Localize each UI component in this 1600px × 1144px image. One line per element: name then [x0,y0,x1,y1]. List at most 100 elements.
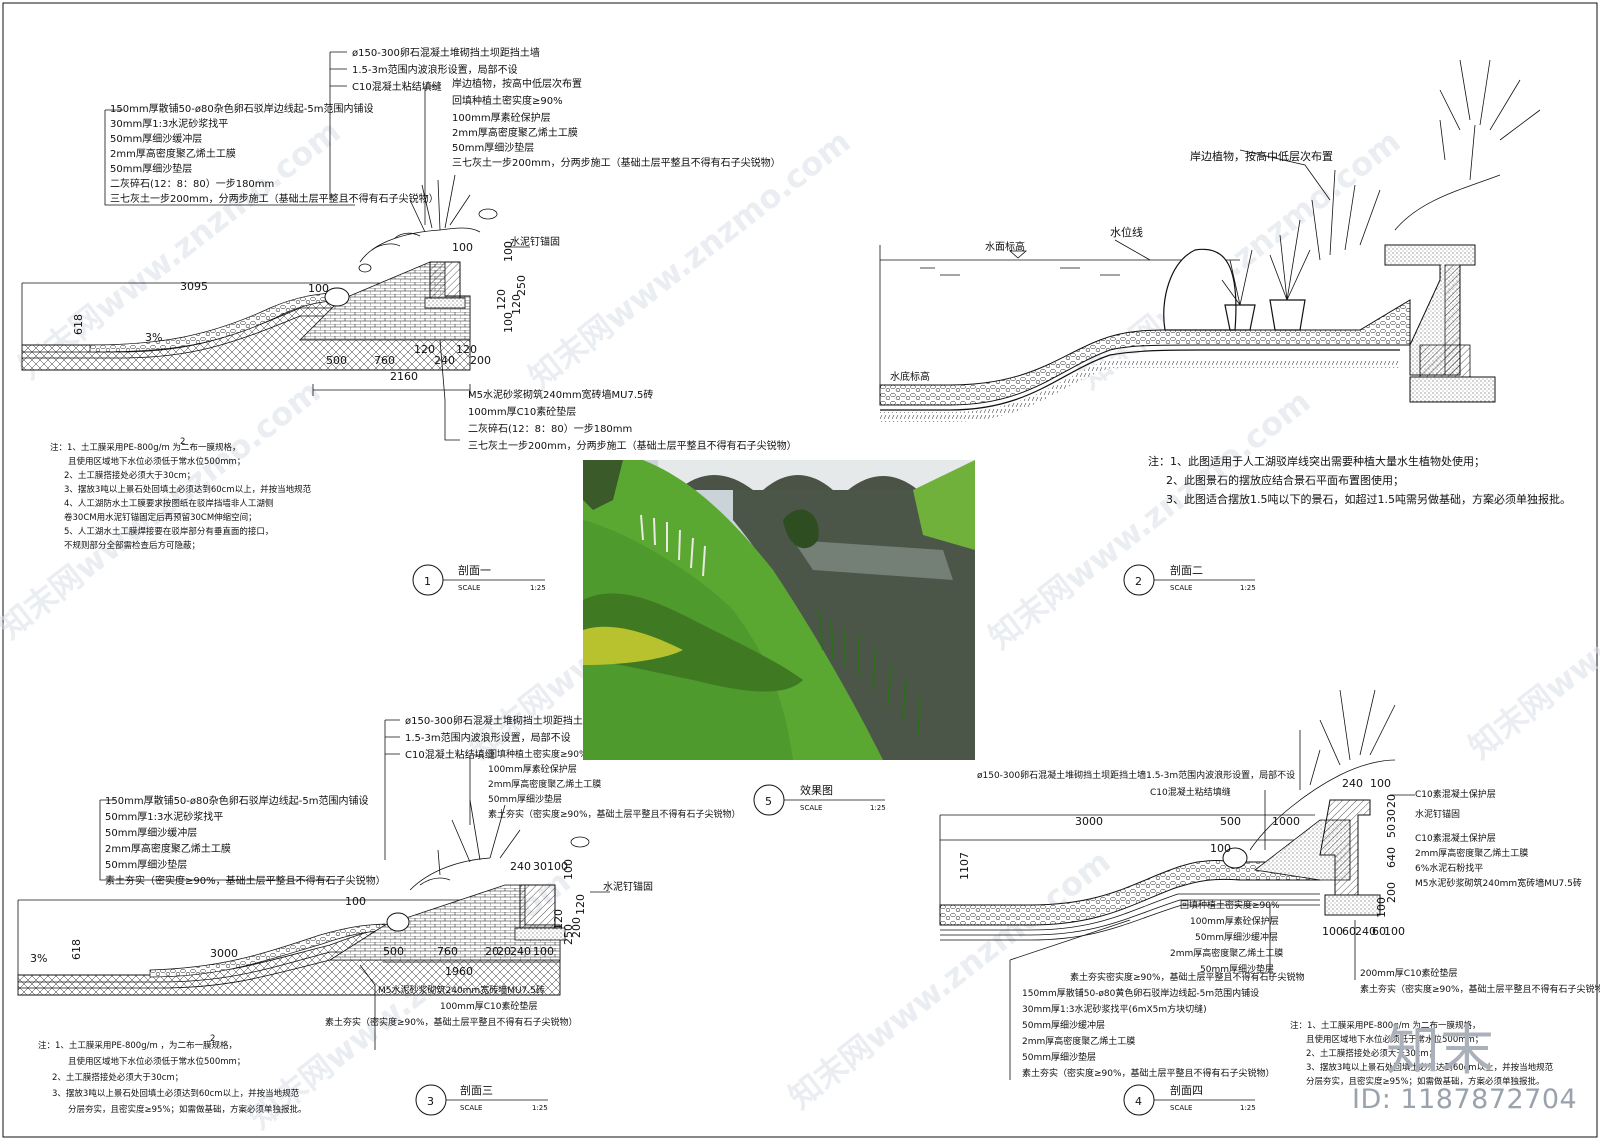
scale-label: SCALE [1170,1104,1192,1112]
dim-label: 100 [502,241,515,262]
section-4: 3000 500 1000 1107 100 240 100 20 30 50 … [939,689,1600,1116]
callout: 150mm厚散铺50-ø80杂色卵石驳岸边线起-5m范围内铺设 [110,102,373,115]
callout: 30mm厚1:3水泥砂浆找平 [110,117,228,130]
callout: 100mm厚素砼保护层 [1190,915,1279,927]
note-line: 且使用区域地下水位必须低于常水位500mm； [68,1056,245,1067]
callout: 素土夯实（密实度≥90%，基础土层平整且不得有石子尖锐物） [1360,983,1600,995]
callout: 2mm厚高密度聚乙烯土工膜 [452,126,578,139]
dim-label: 1960 [445,965,473,978]
note-line: 不规则部分全部需检查后方可隐蔽； [64,540,200,551]
callout: 1.5-3m范围内波浪形设置，局部不设 [352,63,518,76]
note-line: 注：1、土工膜采用PE-800g/m ，为二布一膜规格， [38,1040,237,1051]
callout: C10素混凝土保护层 [1415,788,1496,800]
dim-label: 120 [414,343,435,356]
dim-label: 760 [374,354,395,367]
note-line: 注：1、此图适用于人工湖驳岸线突出需要种植大量水生植物处使用； [1148,454,1485,468]
note-line: 3、摆放3吨以上景石处回填土必须达到60cm以上，并按当地规范 [1306,1062,1554,1073]
callout: 100mm厚素砼保护层 [488,763,577,775]
dim-label: 3% [30,952,47,965]
dim-label: 2160 [390,370,418,383]
dim-label: 60 [1342,925,1356,938]
dim-label: 500 [383,945,404,958]
plant-icon [1221,59,1541,306]
note-line: 分层夯实，且密实度≥95%；如需做基础，方案必须单独报批。 [68,1104,307,1115]
dim-label: 20 [485,945,499,958]
callout: 2mm厚高密度聚乙烯土工膜 [105,842,231,855]
callout: 50mm厚细沙垫层 [1200,963,1274,975]
dim-label: 120 [510,294,523,315]
dim-label: 100 [452,241,473,254]
note-line: 注：1、土工膜采用PE-800g/m 为二布一膜规格， [1290,1020,1480,1031]
callout: C10混凝土粘结填缝 [1150,786,1231,798]
dim-label: 1107 [958,852,971,880]
plant-icon [1249,689,1396,851]
dim-label: 240 [510,860,531,873]
dim-label: 20 [497,945,511,958]
watermark: 知末网www.znzmo.com [1462,492,1600,766]
plant-icon [409,799,590,891]
dim-label: 120 [574,894,587,915]
dim-label: 120 [456,343,477,356]
note-line: 4、人工湖防水土工膜要求按图纸在驳岸挡墙非人工湖侧 [64,498,273,509]
callout: 100mm厚C10素砼垫层 [440,1000,537,1012]
section-number: 3 [427,1095,434,1108]
note-line: 3、摆放3吨以上景石处回填土必须达到60cm以上，并按当地规范 [64,484,312,495]
scale-value: 1:25 [532,1104,548,1112]
note-line: 2、土工膜搭接处必须大于30cm； [52,1072,183,1083]
callout: C10混凝土粘结填缝 [352,80,442,93]
note-line: 2、此图景石的摆放应结合景石平面布置图使用； [1166,473,1404,487]
callout: 150mm厚散铺50-ø80杂色卵石驳岸边线起-5m范围内铺设 [105,794,368,807]
dim-label: 250 [515,275,528,296]
note-line: 2、土工膜搭接处必须大于30cm； [64,470,195,481]
note-line: 卷30CM用水泥钉锚固定后再预留30CM伸缩空间； [64,512,257,523]
dim-label: 3000 [210,947,238,960]
section-number: 1 [424,575,431,588]
callout: 回填种植土密实度≥90% [488,748,588,760]
section-title: 剖面一 [458,563,491,577]
dim-label: 618 [72,314,85,335]
section-title: 效果图 [800,783,833,797]
callout: 50mm厚细沙垫层 [105,858,187,871]
callout: 素土夯实密实度≥90%，基础土层平整且不得有石子尖锐物 [1070,971,1305,983]
callout: 水泥钉锚固 [603,880,653,893]
callout: 素土夯实（密实度≥90%，基础土层平整且不得有石子尖锐物） [325,1016,578,1028]
dim-label: 120 [495,289,508,310]
callout: 50mm厚细沙缓冲层 [1022,1019,1105,1031]
callout: 1.5-3m范围内波浪形设置，局部不设 [405,731,571,744]
callout: 岸边植物，按高中低层次布置 [452,77,582,90]
callout: M5水泥砂浆砌筑240mm宽砖墙MU7.5砖 [468,388,653,401]
callout: 三七灰土一步200mm，分两步施工（基础土层平整且不得有石子尖锐物） [452,156,781,169]
callout: 二灰碎石(12：8：80）一步180mm [468,422,632,435]
section-title: 剖面三 [460,1083,493,1097]
callout: 水泥钉锚固 [510,235,560,248]
callout: M5水泥砂浆砌筑240mm宽砖墙MU7.5砖 [378,984,545,996]
callout: ø150-300卵石混凝土堆砌挡土坝距挡土墙 [352,46,540,59]
callout: 30mm厚1:3水泥砂浆找平(6mX5m方块切缝) [1022,1003,1207,1015]
dim-label: 100 [562,859,575,880]
callout: C10素混凝土保护层 [1415,832,1496,844]
callout: 50mm厚细沙缓冲层 [1195,931,1278,943]
callout: 50mm厚1:3水泥砂浆找平 [105,810,223,823]
scale-label: SCALE [458,584,480,592]
dim-label: 120 [552,909,565,930]
dim-label: 250 [562,924,575,945]
dim-label: 20 [1385,794,1398,808]
callout: 100mm厚素砼保护层 [452,111,551,124]
scale-value: 1:25 [1240,1104,1256,1112]
dim-label: 240 [1355,925,1376,938]
rendering-photo [583,460,975,760]
section-title: 剖面四 [1170,1083,1203,1097]
callout: M5水泥砂浆砌筑240mm宽砖墙MU7.5砖 [1415,877,1582,889]
dim-label: 200 [470,354,491,367]
dim-label: 100 [533,945,554,958]
section-number: 4 [1135,1095,1142,1108]
callout: 50mm厚细沙垫层 [488,793,562,805]
scale-label: SCALE [1170,584,1192,592]
scale-value: 1:25 [870,804,886,812]
scale-value: 1:25 [1240,584,1256,592]
watermark: 知末网www.znzmo.com [1072,122,1408,396]
section-number: 5 [765,795,772,808]
dim-label: 760 [437,945,458,958]
callout: 50mm厚细沙垫层 [452,141,534,154]
